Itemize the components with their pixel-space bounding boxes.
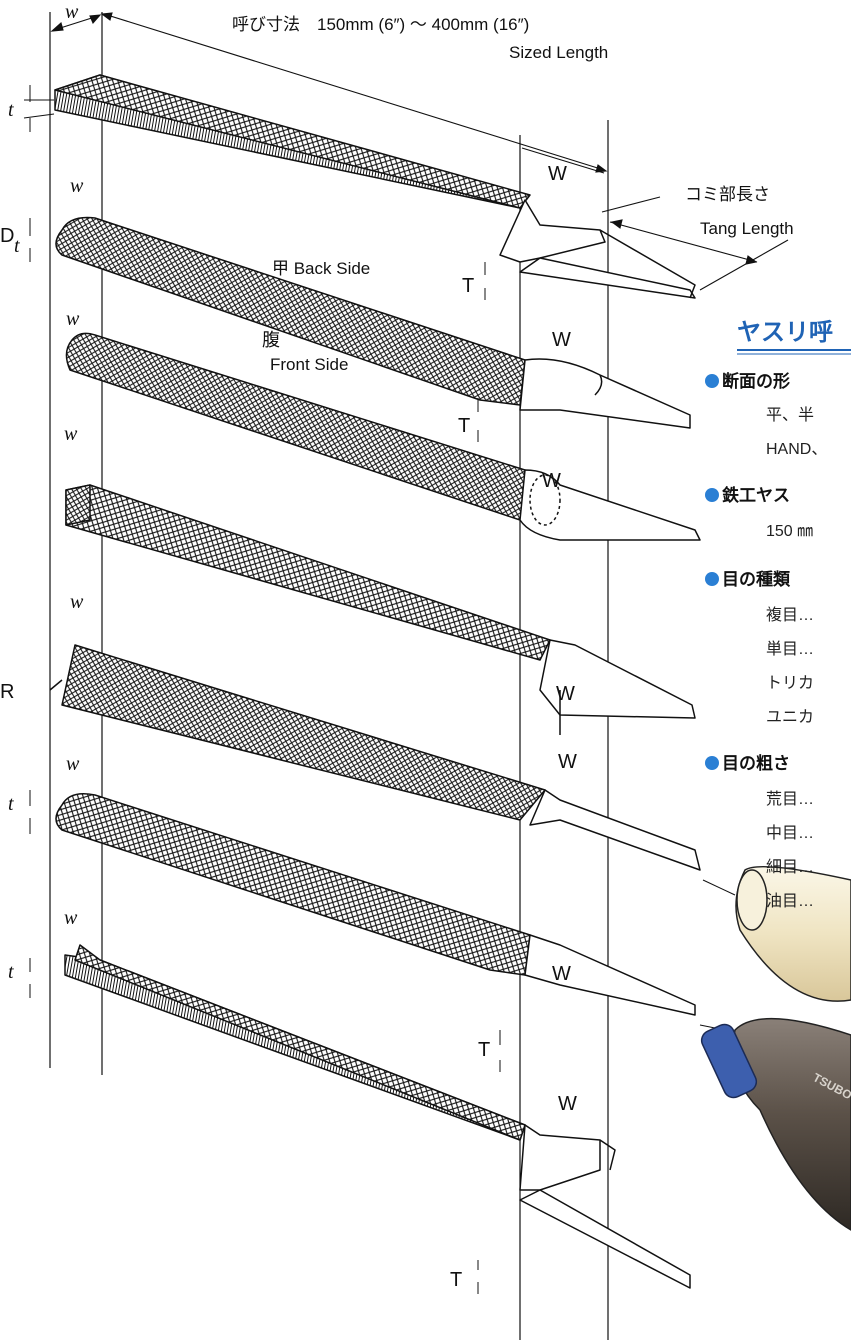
bullet-1 (705, 374, 719, 388)
panel-title: ヤスリ呼 (737, 319, 833, 346)
bullet-2 (705, 488, 719, 502)
tang-length-label: コミ部長さ (685, 185, 770, 204)
W-label-1: W (548, 163, 567, 185)
sec-3-line-4: ユニカ (766, 709, 814, 726)
bullet-3 (705, 572, 719, 586)
front-side-jp-label: 腹 (262, 330, 280, 350)
sec-1-heading: 断面の形 (722, 371, 790, 391)
sec-1-line-1: 平、半 (766, 406, 814, 424)
sec-3-line-2: 単目… (766, 640, 814, 658)
t-label-2: t (14, 235, 20, 257)
info-panel: ヤスリ呼 断面の形 平、半 HAND、 鉄工ヤス 150 ㎜ 目の種類 複目… … (705, 319, 851, 910)
front-side-en-label: Front Side (270, 355, 348, 374)
w-label-1: w (65, 1, 79, 23)
sec-2-line-1: 150 ㎜ (766, 523, 813, 540)
bullet-4 (705, 756, 719, 770)
dimension-arrows (50, 12, 789, 291)
sec-4-heading: 目の粗さ (722, 753, 790, 773)
sec-4-line-3: 細目… (766, 858, 814, 876)
sec-3-heading: 目の種類 (722, 569, 791, 589)
sized-length-en-label: Sized Length (509, 43, 608, 62)
handle-leader-lines (699, 879, 736, 1031)
w-label-4: w (64, 423, 78, 445)
w-label-2: w (70, 175, 84, 197)
W-label-2: W (552, 329, 571, 351)
half-round-file (55, 216, 691, 429)
W-label-5: W (558, 751, 577, 773)
t-label-1: t (8, 99, 14, 121)
half-round-file-2 (55, 793, 696, 1016)
T-label-4: T (450, 1269, 462, 1291)
square-file (65, 484, 696, 735)
W-label-3: W (542, 470, 561, 492)
T-label-1: T (462, 275, 474, 297)
t-label-4: t (8, 961, 14, 983)
R-label: R (0, 681, 14, 703)
tang-length-en-label: Tang Length (700, 219, 794, 238)
wooden-handle (735, 865, 851, 1002)
W-label-6: W (552, 963, 571, 985)
W-label-7: W (558, 1093, 577, 1115)
T-label-3: T (478, 1039, 490, 1061)
back-side-label: 甲 Back Side (272, 259, 370, 278)
triangular-file (49, 644, 701, 871)
w-label-6: w (66, 753, 80, 775)
W-label-4: W (556, 683, 575, 705)
w-label-3: w (66, 308, 80, 330)
sec-4-line-4: 油目… (766, 892, 814, 910)
reference-lines (49, 12, 609, 1340)
sec-4-line-2: 中目… (766, 824, 814, 842)
dimension-labels: 呼び寸法 150mm (6″) ～ 400mm (16″) Sized Leng… (0, 1, 794, 1291)
t-label-3: t (8, 793, 14, 815)
flat-file-large (64, 944, 691, 1289)
sec-3-line-1: 複目… (766, 606, 814, 624)
flat-file (54, 74, 696, 299)
sec-2-heading: 鉄工ヤス (722, 485, 790, 505)
sec-4-line-1: 荒目… (766, 790, 814, 808)
w-label-7: w (64, 907, 78, 929)
thickness-arrows (23, 85, 501, 1294)
plastic-handle: TSUBO (700, 1017, 851, 1231)
sec-3-line-3: トリカ (766, 675, 814, 692)
sized-length-label: 呼び寸法 150mm (6″) ～ 400mm (16″) (232, 15, 529, 34)
D-label: D (0, 225, 14, 247)
sec-1-line-2: HAND、 (766, 441, 827, 458)
round-file (65, 332, 701, 541)
T-label-2: T (458, 415, 470, 437)
w-label-5: w (70, 591, 84, 613)
